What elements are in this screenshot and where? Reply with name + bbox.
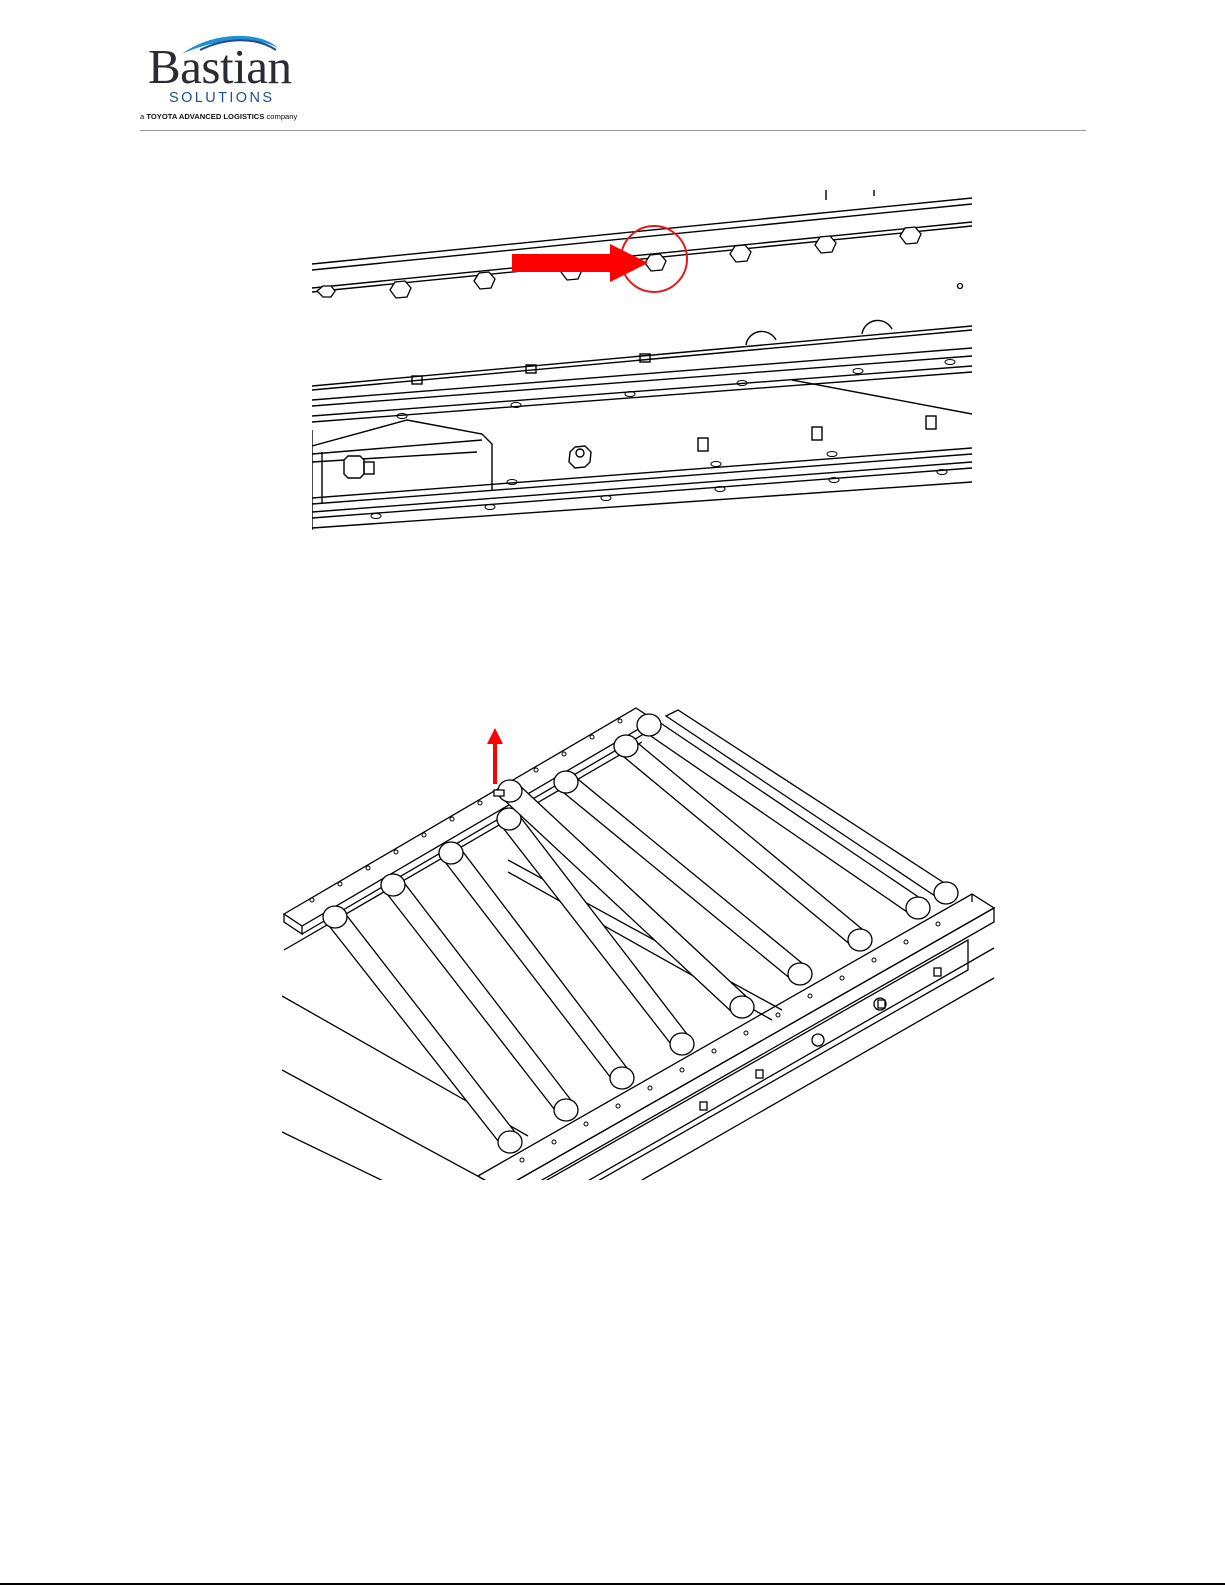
tagline-brand: TOYOTA ADVANCED LOGISTICS (146, 112, 264, 121)
header-divider (140, 130, 1086, 131)
logo-subtitle: SOLUTIONS (169, 91, 274, 106)
roller-conveyor-figure (282, 700, 1002, 1190)
tagline-prefix: a (140, 112, 144, 121)
up-arrow-icon (487, 728, 503, 784)
right-arrow-icon (512, 244, 648, 282)
frame-bolt-figure (312, 190, 982, 535)
page-header: Bastian SOLUTIONS a TOYOTA ADVANCED LOGI… (140, 30, 1086, 132)
tagline-suffix: company (266, 112, 297, 121)
logo-tagline: a TOYOTA ADVANCED LOGISTICS company (140, 113, 297, 121)
roller-conveyor-drawing (282, 700, 1002, 1190)
bastian-logo: Bastian SOLUTIONS a TOYOTA ADVANCED LOGI… (140, 30, 340, 130)
logo-wordmark: Bastian (148, 42, 291, 91)
frame-bolt-drawing (312, 190, 982, 535)
